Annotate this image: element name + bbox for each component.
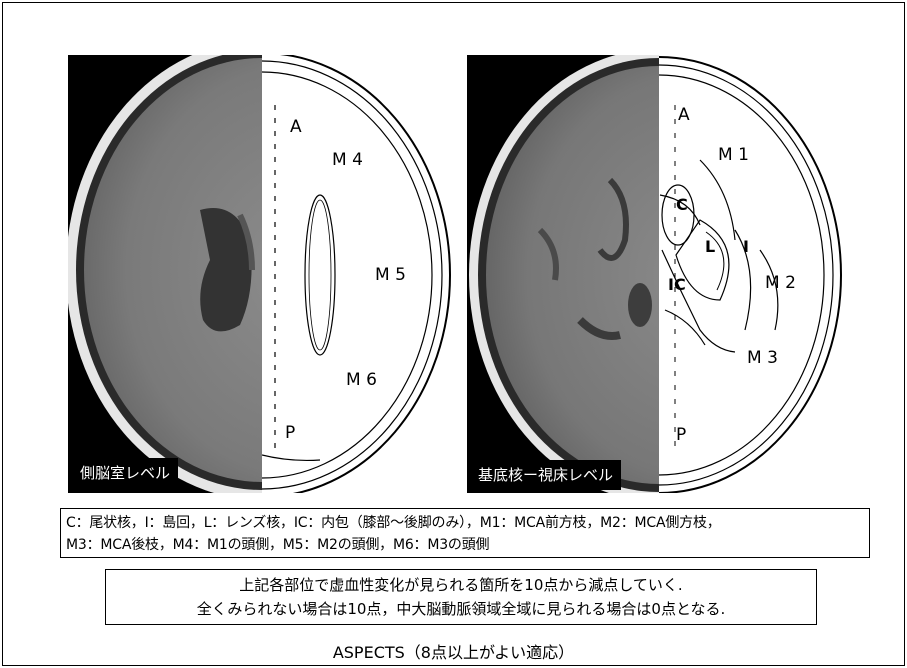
- label-m6: M 6: [346, 370, 377, 390]
- label-m5: M 5: [375, 265, 406, 285]
- label-m2: M 2: [765, 273, 796, 293]
- label-c: C: [676, 195, 688, 214]
- legend-line-2: M3：MCA後枝，M4：M1の頭側，M5：M2の頭側，M6：M3の頭側: [66, 534, 489, 554]
- label-a-2: A: [678, 105, 690, 125]
- label-m3: M 3: [747, 348, 778, 368]
- diagram-svg: [0, 0, 907, 500]
- legend-line-1: C：尾状核，I：島回，L：レンズ核，IC：内包（膝部〜後脚のみ），M1：MCA前…: [66, 512, 721, 532]
- label-m1: M 1: [718, 145, 749, 165]
- label-a-1: A: [290, 117, 302, 137]
- label-p-2: P: [676, 425, 686, 445]
- scoring-line-1: 上記各部位で虚血性変化が見られる箇所を10点から減点していく.: [105, 574, 817, 595]
- label-ic: IC: [668, 275, 686, 294]
- label-i: I: [743, 237, 749, 256]
- label-p-1: P: [285, 423, 295, 443]
- caption-basal: 基底核ー視床レベル: [470, 460, 621, 490]
- caption-ventricle: 側脳室レベル: [72, 458, 178, 488]
- label-m4: M 4: [332, 150, 363, 170]
- footer-title: ASPECTS（8点以上がよい適応）: [0, 639, 907, 663]
- scoring-line-2: 全くみられない場合は10点，中大脳動脈領域全域に見られる場合は0点となる.: [105, 598, 817, 619]
- label-l: L: [705, 237, 715, 256]
